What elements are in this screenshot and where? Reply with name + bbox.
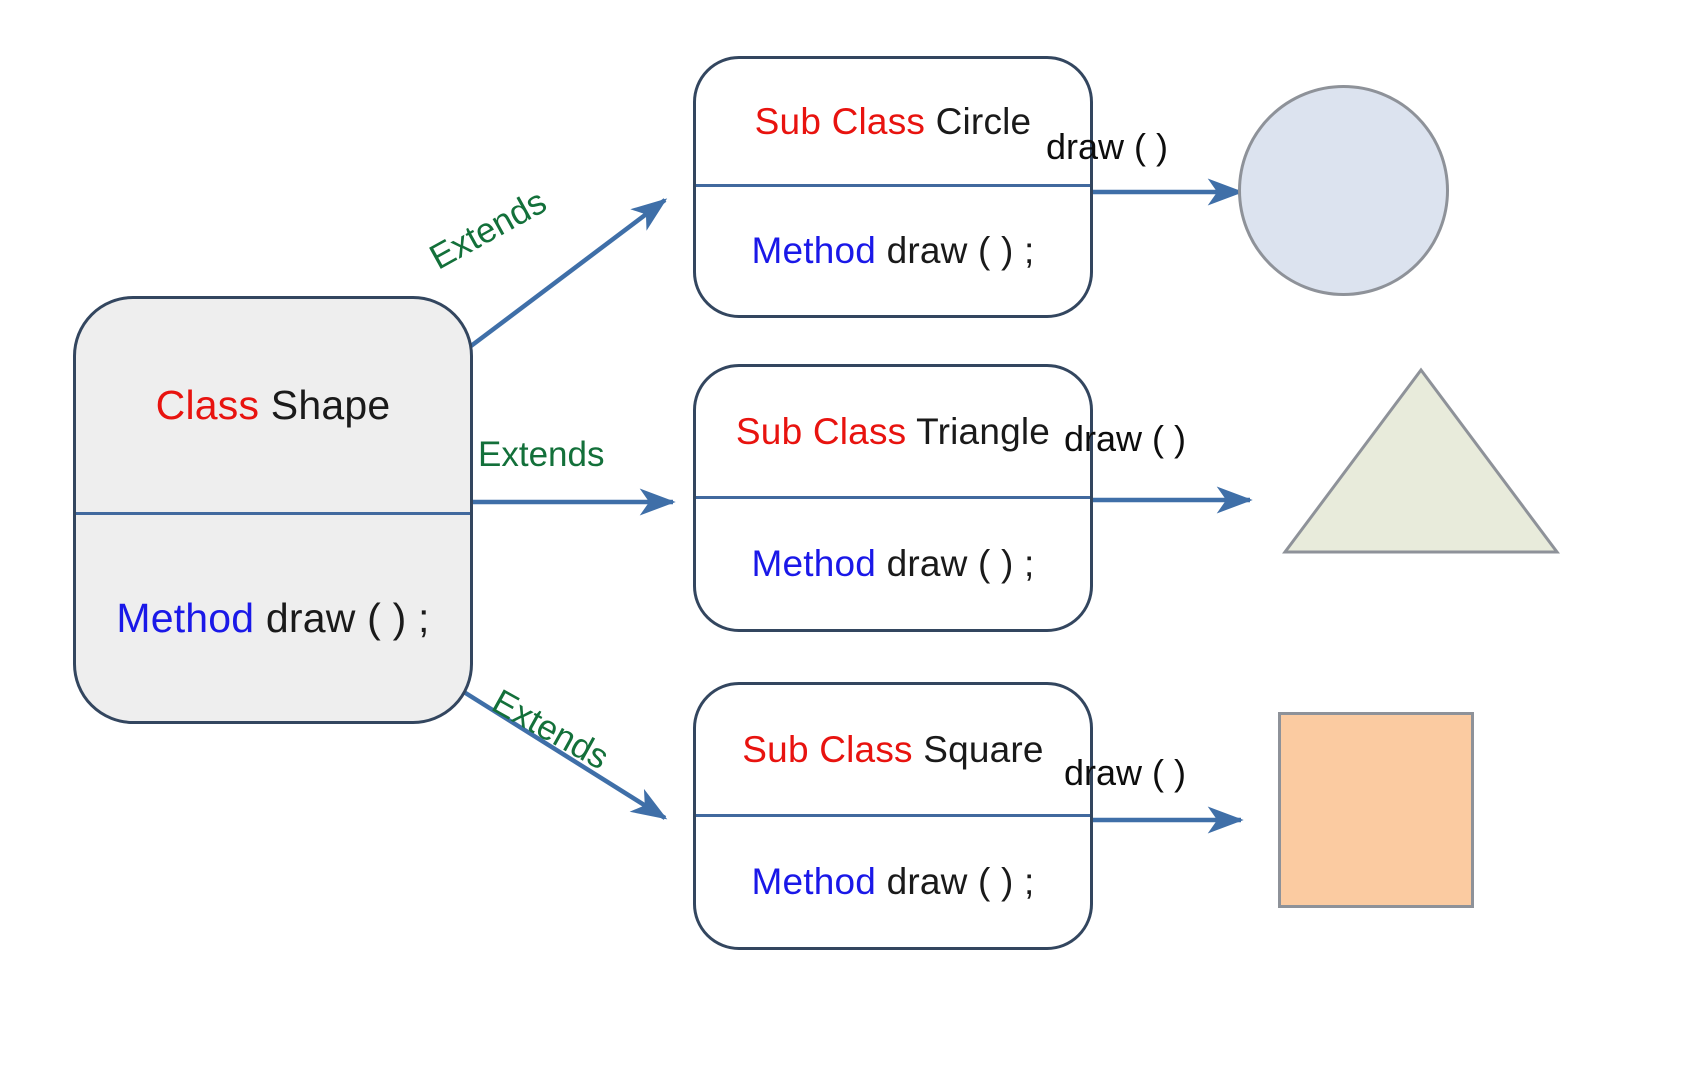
class-box-triangle-method-line: Method draw ( ) ;: [751, 543, 1034, 585]
class-box-square-header: Sub Class Square: [696, 685, 1090, 817]
extends-arrow-circle: [461, 198, 668, 354]
subclass-name: Triangle: [916, 410, 1051, 452]
class-box-shape-header: Class Shape: [76, 299, 470, 515]
method-signature: draw ( ) ;: [886, 861, 1035, 902]
class-box-circle[interactable]: Sub Class Circle Method draw ( ) ;: [693, 56, 1093, 318]
class-box-shape[interactable]: Class Shape Method draw ( ) ;: [73, 296, 473, 724]
class-box-shape-method-line: Method draw ( ) ;: [116, 595, 429, 642]
subclass-keyword: Sub Class: [754, 100, 926, 142]
method-signature: draw ( ) ;: [265, 594, 430, 641]
draw-call-label-triangle: draw ( ): [1064, 418, 1187, 459]
result-shape-triangle: [1282, 367, 1560, 554]
method-keyword: Method: [116, 594, 255, 641]
result-shape-square: [1278, 712, 1474, 908]
subclass-keyword: Sub Class: [735, 410, 907, 452]
class-box-shape-method: Method draw ( ) ;: [76, 515, 470, 721]
draw-call-label-circle: draw ( ): [1046, 126, 1169, 167]
class-box-triangle[interactable]: Sub Class Triangle Method draw ( ) ;: [693, 364, 1093, 632]
class-box-circle-method-line: Method draw ( ) ;: [751, 230, 1034, 272]
method-signature: draw ( ) ;: [886, 230, 1035, 271]
method-signature: draw ( ) ;: [886, 543, 1035, 584]
result-shape-circle: [1238, 85, 1449, 296]
method-keyword: Method: [751, 230, 877, 271]
method-keyword: Method: [751, 543, 877, 584]
extends-label-triangle: Extends: [478, 435, 605, 474]
class-box-circle-title: Sub Class Circle: [755, 101, 1032, 143]
class-name: Shape: [270, 382, 391, 428]
class-box-triangle-method: Method draw ( ) ;: [696, 499, 1090, 629]
class-box-triangle-title: Sub Class Triangle: [736, 411, 1050, 453]
class-box-triangle-header: Sub Class Triangle: [696, 367, 1090, 499]
class-box-square-title: Sub Class Square: [742, 729, 1043, 771]
class-box-circle-method: Method draw ( ) ;: [696, 187, 1090, 315]
class-box-square-method: Method draw ( ) ;: [696, 817, 1090, 947]
class-box-square[interactable]: Sub Class Square Method draw ( ) ;: [693, 682, 1093, 950]
subclass-keyword: Sub Class: [742, 728, 913, 770]
draw-call-label-square: draw ( ): [1064, 752, 1187, 793]
subclass-name: Square: [923, 728, 1044, 770]
class-keyword: Class: [155, 382, 260, 428]
class-box-shape-title: Class Shape: [156, 382, 391, 429]
extends-arrow-square: [430, 670, 668, 820]
subclass-name: Circle: [935, 100, 1032, 142]
class-box-circle-header: Sub Class Circle: [696, 59, 1090, 187]
class-box-square-method-line: Method draw ( ) ;: [751, 861, 1034, 903]
method-keyword: Method: [751, 861, 877, 902]
